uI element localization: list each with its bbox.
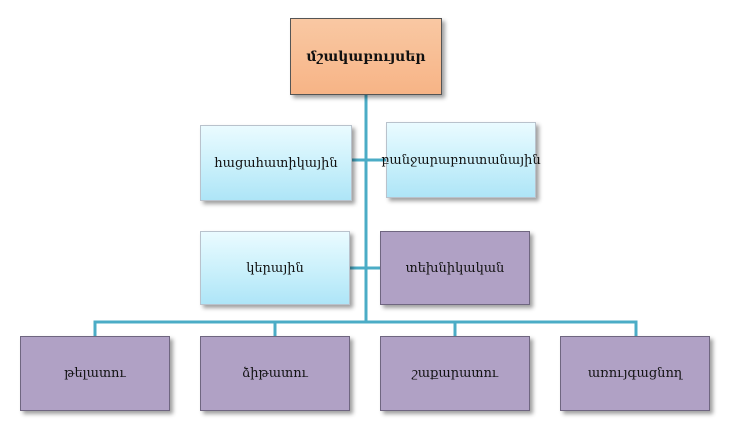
leaf-node-1-label: թելատու (64, 366, 126, 381)
node-right-upper-label: բանջարաբոստանային (381, 152, 541, 168)
leaf-node-2-label: ձիթատու (242, 366, 308, 381)
leaf-node-4-label: առույգացնող (587, 366, 683, 381)
root-node: մշակաբույսեր (290, 18, 442, 95)
node-right-lower-label: տեխնիկական (405, 260, 505, 276)
leaf-node-1: թելատու (20, 336, 170, 411)
node-right-lower: տեխնիկական (380, 231, 530, 305)
leaf-node-4: առույգացնող (560, 336, 710, 411)
node-left-lower: կերային (200, 231, 350, 305)
leaf-node-3-label: շաքարատու (411, 366, 499, 381)
root-label: մշակաբույսեր (306, 48, 426, 65)
leaf-node-2: ձիթատու (200, 336, 350, 411)
node-right-upper: բանջարաբոստանային (381, 122, 541, 198)
node-left-upper-label: հացահատիկային (214, 155, 338, 171)
leaf-node-3: շաքարատու (380, 336, 530, 411)
node-left-lower-label: կերային (246, 260, 304, 276)
node-left-upper: հացահատիկային (200, 125, 352, 201)
